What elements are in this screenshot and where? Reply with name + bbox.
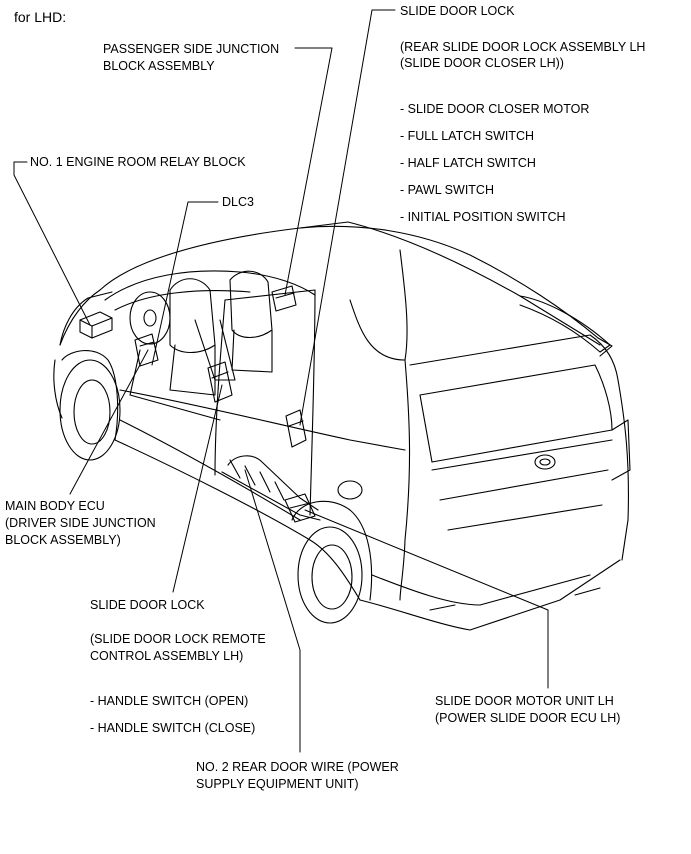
label-pawl: - PAWL SWITCH [400, 183, 494, 197]
label-dlc3: DLC3 [222, 195, 254, 209]
component-slide-door-lock-remote [207, 361, 233, 403]
label-remote-line2: CONTROL ASSEMBLY LH) [90, 649, 244, 663]
component-engine-relay-block [79, 311, 113, 339]
leader-lines [13, 9, 549, 753]
label-main-body-line3: BLOCK ASSEMBLY) [5, 533, 121, 547]
label-rear-slide-line1: (REAR SLIDE DOOR LOCK ASSEMBLY LH [400, 40, 646, 54]
label-remote-line1: (SLIDE DOOR LOCK REMOTE [90, 632, 266, 646]
label-rear-wire-line1: NO. 2 REAR DOOR WIRE (POWER [196, 760, 399, 774]
component-main-body-ecu [134, 333, 159, 367]
label-handle-close: - HANDLE SWITCH (CLOSE) [90, 721, 256, 735]
vehicle-interior [104, 270, 316, 421]
label-full-latch: - FULL LATCH SWITCH [400, 129, 535, 143]
label-handle-open: - HANDLE SWITCH (OPEN) [90, 694, 249, 708]
label-passenger-jb-line1: PASSENGER SIDE JUNCTION [103, 42, 280, 56]
label-half-latch: - HALF LATCH SWITCH [400, 156, 536, 170]
label-initial-position: - INITIAL POSITION SWITCH [400, 210, 566, 224]
component-passenger-junction-block [271, 285, 297, 312]
label-passenger-jb-line2: BLOCK ASSEMBLY [103, 59, 215, 73]
vehicle-body-outline [53, 221, 631, 631]
label-motor-unit-line2: (POWER SLIDE DOOR ECU LH) [435, 711, 621, 725]
label-rear-slide-line2: (SLIDE DOOR CLOSER LH)) [400, 56, 564, 70]
label-slide-door-lock-top: SLIDE DOOR LOCK [400, 4, 515, 18]
label-engine-relay: NO. 1 ENGINE ROOM RELAY BLOCK [30, 155, 246, 169]
label-main-body-line1: MAIN BODY ECU [5, 499, 105, 513]
diagram-title: for LHD: [14, 9, 67, 25]
label-main-body-line2: (DRIVER SIDE JUNCTION [5, 516, 156, 530]
label-slide-door-lock-bottom: SLIDE DOOR LOCK [90, 598, 205, 612]
component-power-supply-wire [221, 455, 321, 521]
label-motor-unit-line1: SLIDE DOOR MOTOR UNIT LH [435, 694, 614, 708]
label-closer-motor: - SLIDE DOOR CLOSER MOTOR [400, 102, 590, 116]
component-slide-door-motor-unit [284, 493, 316, 523]
label-rear-wire-line2: SUPPLY EQUIPMENT UNIT) [196, 777, 359, 791]
